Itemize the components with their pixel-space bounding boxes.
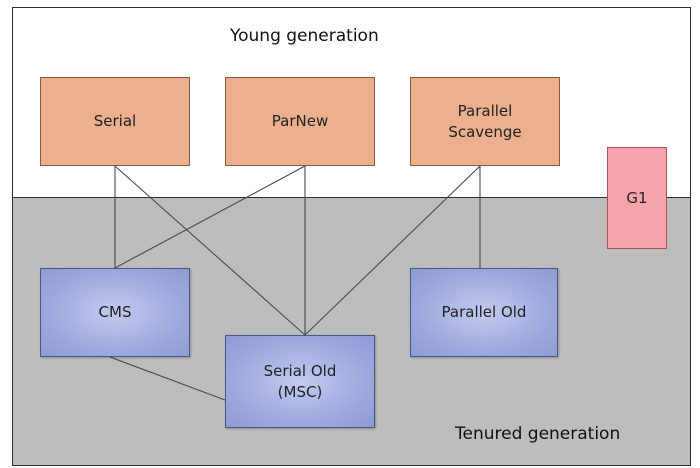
parallel-scavenge-collector-box: Parallel Scavenge — [410, 77, 560, 166]
serial-old-collector-box: Serial Old (MSC) — [225, 335, 375, 428]
line-pscavenge-serialold — [304, 165, 481, 336]
line-cms-serialold — [109, 356, 226, 401]
young-generation-label: Young generation — [230, 26, 379, 46]
cms-collector-box: CMS — [40, 268, 190, 357]
tenured-generation-label: Tenured generation — [455, 424, 621, 444]
line-parnew-cms — [114, 165, 306, 269]
line-serial-serialold — [114, 165, 306, 336]
parnew-collector-box: ParNew — [225, 77, 375, 166]
parallel-old-collector-box: Parallel Old — [410, 268, 558, 357]
g1-collector-box: G1 — [607, 147, 667, 249]
serial-collector-box: Serial — [40, 77, 190, 166]
